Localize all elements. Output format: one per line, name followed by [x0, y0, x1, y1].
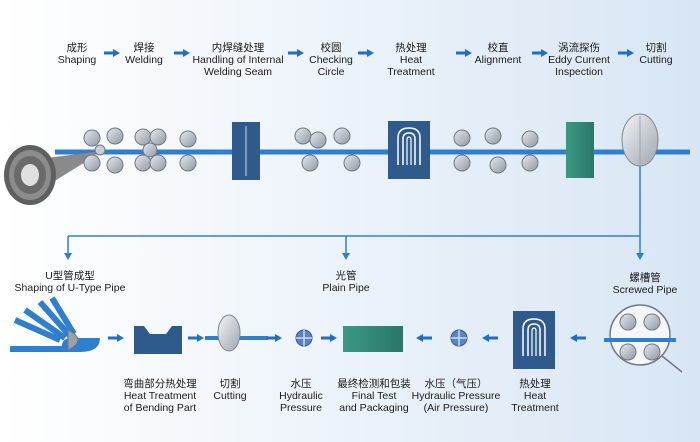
- branch-cn: 光管: [335, 270, 357, 282]
- bottom-label-hydraulic: 水压 Hydraulic Pressure: [279, 378, 323, 414]
- bottom-en: and Packaging: [339, 402, 409, 414]
- top-step-arrows: [104, 49, 634, 57]
- step-en: Cutting: [639, 54, 673, 66]
- step-en: Shaping: [57, 54, 97, 66]
- top-flow-arrow: [618, 49, 634, 57]
- branch-cn: 螺槽管: [629, 272, 661, 284]
- step-en: Handling of Internal: [192, 54, 284, 66]
- step-en: Circle: [317, 66, 345, 78]
- bottom-flow-arrows: [108, 334, 586, 342]
- step-label-internal-seam: 内焊缝处理 Handling of Internal Welding Seam: [192, 42, 283, 78]
- bottom-line: [134, 304, 683, 373]
- step-label-checking-circle: 校圆 Checking Circle: [309, 42, 353, 78]
- top-flow-arrow: [532, 49, 548, 57]
- hydraulic-symbol: [295, 329, 313, 347]
- air-pressure-symbol: [450, 329, 468, 347]
- bottom-en: Cutting: [213, 390, 247, 402]
- bottom-en: Heat Treatment: [123, 390, 197, 402]
- branch-en: Screwed Pipe: [612, 284, 678, 296]
- eddy-current-unit: [566, 122, 594, 178]
- step-cn: 切割: [645, 42, 667, 54]
- step-label-cutting: 切割 Cutting: [639, 42, 672, 66]
- bottom-en: Hydraulic: [279, 390, 323, 402]
- bottom-label-heat-treatment: 热处理 Heat Treatment: [511, 378, 558, 414]
- branch-en: Plain Pipe: [322, 282, 370, 294]
- step-label-eddy-current: 涡流探伤 Eddy Current Inspection: [548, 42, 610, 78]
- bottom-flow-arrow: [416, 334, 432, 342]
- step-en: Treatment: [387, 66, 435, 78]
- bottom-cn: 弯曲部分热处理: [123, 378, 197, 390]
- branch-en: Shaping of U-Type Pipe: [14, 282, 126, 294]
- bottom-label-air-pressure: 水压（气压） Hydraulic Pressure (Air Pressure): [412, 378, 501, 414]
- bottom-heat-unit: [513, 311, 555, 369]
- top-flow-arrow: [358, 49, 374, 57]
- branch-lines: [64, 166, 644, 260]
- bottom-en: (Air Pressure): [423, 402, 489, 414]
- heat-treatment-unit: [388, 121, 430, 179]
- step-en: Welding Seam: [203, 66, 273, 78]
- bottom-flow-arrow: [482, 334, 498, 342]
- step-en: Eddy Current: [548, 54, 610, 66]
- step-en: Inspection: [555, 66, 603, 78]
- step-cn: 成形: [66, 42, 88, 54]
- bottom-en: Treatment: [511, 402, 559, 414]
- final-test-unit: [343, 326, 403, 352]
- step-cn: 校圆: [320, 42, 342, 54]
- step-cn: 校直: [487, 42, 509, 54]
- checking-circle-rollers: [294, 127, 361, 172]
- bottom-cn: 水压: [290, 378, 312, 390]
- bottom-label-final-test: 最终检测和包装 Final Test and Packaging: [337, 378, 411, 414]
- step-en: Welding: [125, 54, 163, 66]
- step-label-alignment: 校直 Alignment: [475, 42, 522, 66]
- screwed-pipe-rollers: [604, 304, 683, 373]
- bottom-label-cutting: 切割 Cutting: [213, 378, 246, 402]
- top-flow-arrow: [104, 49, 120, 57]
- step-cn: 内焊缝处理: [211, 42, 265, 54]
- alignment-rollers: [453, 127, 539, 174]
- top-flow-arrow: [456, 49, 472, 57]
- branch-label-screwed-pipe: 螺槽管 Screwed Pipe: [613, 272, 678, 296]
- branch-cn: U型管成型: [45, 270, 95, 282]
- bottom-en: Final Test: [351, 390, 397, 402]
- bottom-en: of Bending Part: [123, 402, 197, 414]
- welding-rollers: [134, 128, 197, 172]
- branch-label-plain-pipe: 光管 Plain Pipe: [322, 270, 369, 294]
- bottom-en: Pressure: [279, 402, 323, 414]
- bottom-flow-arrow: [570, 334, 586, 342]
- u-pipe-shaping: [10, 296, 100, 352]
- step-en: Checking: [309, 54, 353, 66]
- branch-label-u-type: U型管成型 Shaping of U-Type Pipe: [15, 270, 126, 294]
- bottom-flow-arrow: [108, 334, 124, 342]
- bottom-flow-arrow: [188, 334, 204, 342]
- bending-heat-unit: [134, 326, 182, 354]
- bottom-cn: 热处理: [519, 378, 551, 390]
- bottom-cn: 最终检测和包装: [337, 378, 411, 390]
- bottom-en: Heat: [523, 390, 547, 402]
- bottom-cn: 水压（气压）: [424, 378, 488, 390]
- step-label-shaping: 成形 Shaping: [58, 42, 97, 66]
- top-flow-arrow: [288, 49, 304, 57]
- shaping-rollers: [83, 127, 124, 174]
- step-cn: 涡流探伤: [558, 42, 600, 54]
- main-line: [4, 113, 690, 205]
- bottom-label-bending-heat: 弯曲部分热处理 Heat Treatment of Bending Part: [123, 378, 197, 414]
- step-cn: 焊接: [133, 42, 155, 54]
- bottom-cutting-disk: [205, 314, 268, 352]
- step-label-heat-treatment: 热处理 Heat Treatment: [387, 42, 434, 78]
- step-en: Heat: [399, 54, 423, 66]
- bottom-en: Hydraulic Pressure: [411, 390, 501, 402]
- step-cn: 热处理: [395, 42, 427, 54]
- steel-coil: [4, 145, 95, 205]
- bottom-flow-arrow: [266, 334, 282, 342]
- bottom-cn: 切割: [219, 378, 241, 390]
- step-en: Alignment: [474, 54, 522, 66]
- step-label-welding: 焊接 Welding: [125, 42, 163, 66]
- bottom-flow-arrow: [321, 334, 337, 342]
- top-flow-arrow: [174, 49, 190, 57]
